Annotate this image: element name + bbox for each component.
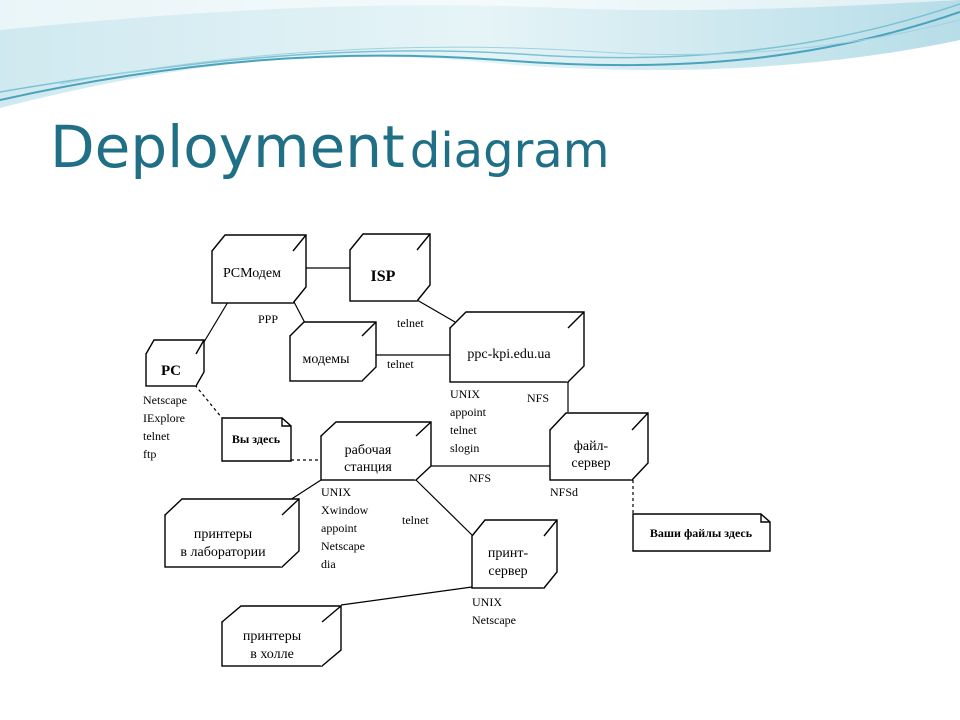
link-label-telnet-modems: telnet [387, 357, 414, 371]
note-link-pc [194, 384, 223, 419]
node-file-server [549, 412, 649, 481]
pcmodem-label: PCМодем [223, 266, 281, 281]
server-sw-3: telnet [450, 423, 477, 437]
pc-sw-4: ftp [143, 447, 156, 461]
link-label-telnet-isp: telnet [397, 316, 424, 330]
node-pcmodem [211, 234, 307, 304]
pc-label: PC [161, 363, 181, 379]
note-files-text: Ваши файлы здесь [650, 526, 753, 540]
isp-label: ISP [371, 268, 396, 285]
link-label-ppp: PPP [258, 312, 278, 326]
link-label-nfsd: NFSd [550, 485, 578, 499]
workstation-sw-5: dia [321, 557, 336, 571]
node-lab-printers [164, 498, 300, 568]
link-label-nfs-server: NFS [527, 391, 549, 405]
workstation-sw-2: Xwindow [321, 503, 369, 517]
title-main: Deployment [50, 113, 405, 181]
server-sw-2: appoint [450, 405, 487, 419]
printserver-label-line1: принт- [488, 546, 529, 561]
slide-title: Deployment diagram [50, 118, 609, 176]
pc-sw-3: telnet [143, 429, 170, 443]
fileserver-label-line1: файл- [574, 439, 609, 454]
node-hall-printers [221, 605, 342, 667]
link-pc-pcmodem [203, 301, 229, 343]
node-isp [349, 233, 431, 302]
link-label-nfs-workstation: NFS [469, 471, 491, 485]
note-files [632, 513, 771, 552]
labprinters-label-line1: принтеры [194, 527, 253, 542]
note-here-text: Вы здесь [232, 432, 281, 446]
link-printserver-hallprinters [340, 586, 473, 606]
note-here [221, 417, 292, 462]
hallprinters-label-line2: в холле [250, 647, 294, 662]
link-label-telnet-print: telnet [402, 513, 429, 527]
node-pc [145, 339, 205, 387]
pc-sw-2: IExplore [143, 411, 185, 425]
link-workstation-labprinters [289, 479, 322, 501]
server-sw-4: slogin [450, 441, 479, 455]
title-secondary: diagram [409, 123, 610, 179]
labprinters-label-line2: в лаборатории [180, 545, 266, 560]
modems-label: модемы [302, 352, 350, 367]
pc-sw-1: Netscape [143, 393, 187, 407]
server-label: ppc-kpi.edu.ua [467, 347, 551, 362]
workstation-label-line2: станция [344, 460, 392, 475]
workstation-sw-1: UNIX [321, 485, 351, 499]
printserver-label-line2: сервер [488, 564, 527, 579]
server-sw-1: UNIX [450, 387, 480, 401]
node-workstation [320, 421, 432, 481]
hallprinters-label-line1: принтеры [243, 629, 302, 644]
workstation-label-line1: рабочая [345, 443, 392, 458]
link-workstation-printserver [415, 479, 473, 536]
workstation-sw-3: appoint [321, 521, 358, 535]
node-print-server [471, 519, 558, 589]
node-modems [289, 321, 377, 382]
printserver-sw-1: UNIX [472, 595, 502, 609]
link-isp-server [416, 299, 456, 323]
fileserver-label-line2: сервер [571, 456, 610, 471]
link-pcmodem-modems [292, 299, 306, 324]
node-server [449, 311, 585, 383]
printserver-sw-2: Netscape [472, 613, 516, 627]
workstation-sw-4: Netscape [321, 539, 365, 553]
